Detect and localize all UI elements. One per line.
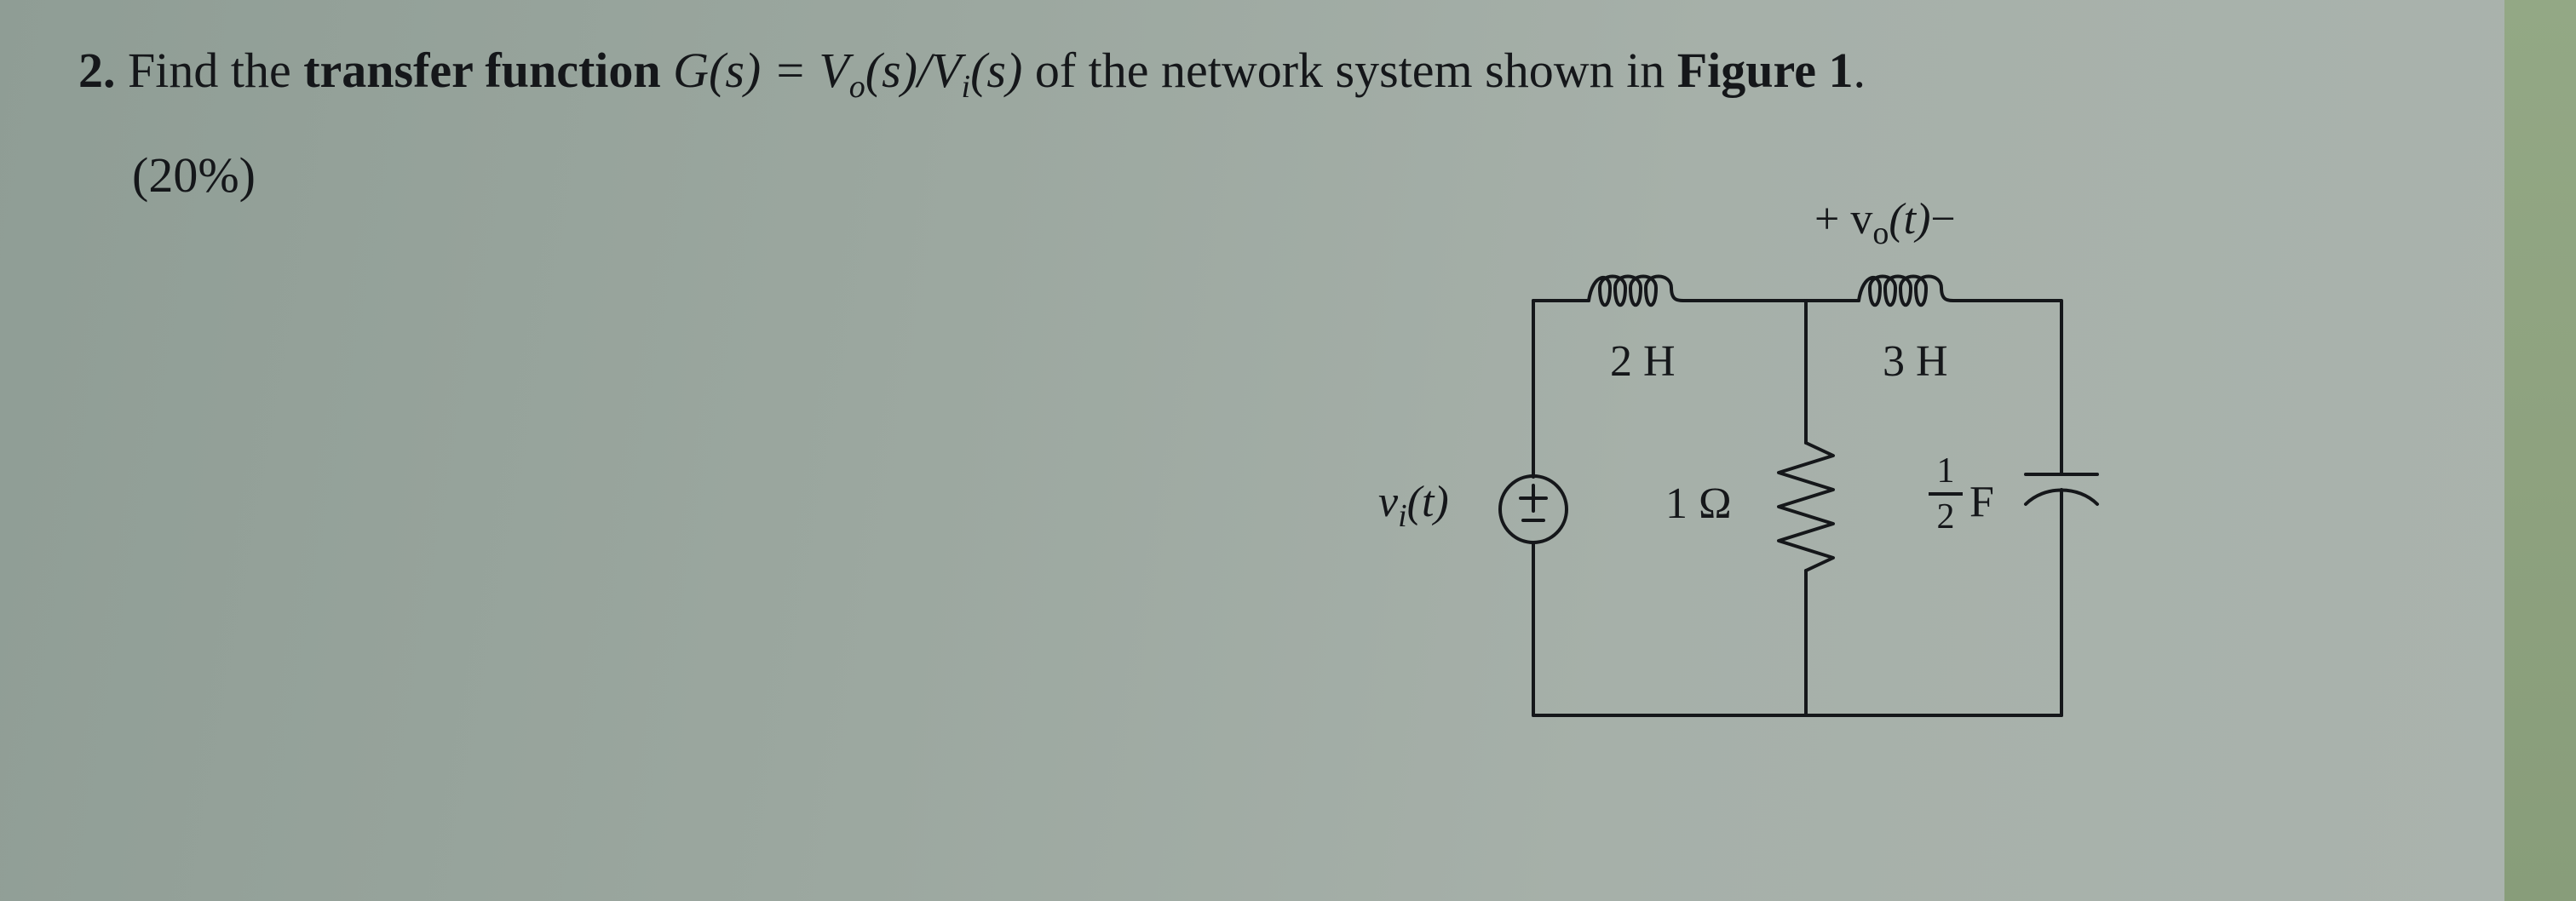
- fraction-bar: [1929, 492, 1963, 496]
- circuit-figure: vi(t) 2 H 3 H 1 Ω 1 2 F + vo(t)−: [1329, 179, 2164, 732]
- formula-part-3: (s): [970, 43, 1023, 98]
- document-page: 2. Find the transfer function G(s) = Vo(…: [0, 0, 2504, 901]
- capacitor-unit: F: [1969, 478, 1994, 526]
- formula-sub-in: i: [961, 69, 971, 105]
- problem-statement: 2. Find the transfer function G(s) = Vo(…: [78, 41, 1866, 107]
- wire-top-right: [1952, 299, 2063, 476]
- background-edge: [2504, 0, 2576, 901]
- inductor-3h-label: 3 H: [1883, 337, 1948, 386]
- period: .: [1853, 43, 1866, 98]
- output-voltage-label: + vo(t)−: [1814, 195, 1956, 251]
- score-percentage: (20%): [132, 147, 256, 203]
- circuit-diagram: [1498, 274, 2099, 717]
- resistor-label: 1 Ω: [1665, 479, 1732, 528]
- source-label: vi(t): [1378, 478, 1449, 534]
- capacitor-denominator: 2: [1936, 497, 1955, 537]
- capacitor-value: 1 2: [1923, 453, 1968, 535]
- capacitor-numerator: 1: [1936, 451, 1955, 491]
- resistor-zigzag: [1777, 441, 1835, 572]
- figure-reference: Figure 1: [1676, 43, 1854, 98]
- formula-part-2: (s)/V: [865, 43, 962, 98]
- source-plus-sign: [1519, 484, 1548, 513]
- problem-text-before: Find the: [128, 43, 291, 98]
- transfer-function-formula: G(s) = Vo(s)/Vi(s): [673, 43, 1023, 105]
- problem-bold-phrase: transfer function: [303, 43, 661, 98]
- inductor-2h-coil: [1587, 274, 1685, 307]
- formula-part-1: G(s) = V: [673, 43, 849, 98]
- problem-number: 2.: [78, 43, 116, 98]
- voltage-source-circle: [1498, 474, 1568, 544]
- formula-sub-out: o: [848, 69, 865, 105]
- inductor-3h-coil: [1857, 274, 1955, 307]
- problem-text-after: of the network system shown in: [1034, 43, 1665, 98]
- inductor-2h-label: 2 H: [1610, 337, 1676, 386]
